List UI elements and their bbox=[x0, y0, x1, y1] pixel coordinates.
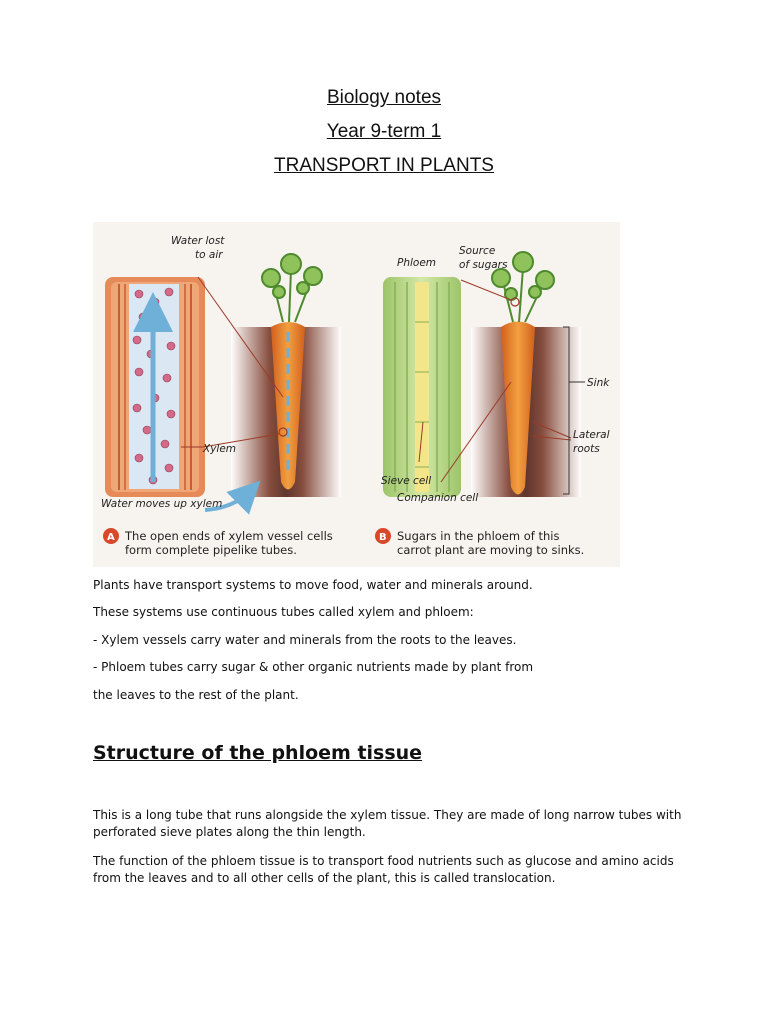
xylem-vessel-diagram bbox=[105, 277, 205, 497]
label-water-lost-2: to air bbox=[195, 249, 223, 261]
label-water-moves: Water moves up xylem bbox=[101, 498, 222, 510]
caption-b-line1: Sugars in the phloem of this bbox=[397, 529, 559, 543]
caption-a-letter: A bbox=[107, 532, 115, 543]
caption-a-line2: form complete pipelike tubes. bbox=[125, 543, 297, 557]
label-water-lost-1: Water lost bbox=[171, 235, 225, 247]
caption-b-line2: carrot plant are moving to sinks. bbox=[397, 543, 584, 557]
label-roots: roots bbox=[573, 443, 600, 455]
carrot-leaves-b bbox=[491, 251, 555, 323]
paragraph-intro: Plants have transport systems to move fo… bbox=[93, 578, 533, 592]
label-companion-cell: Companion cell bbox=[397, 492, 478, 504]
document-subtitle: Year 9-term 1 bbox=[326, 121, 442, 142]
paragraph-phloem-point-cont: the leaves to the rest of the plant. bbox=[93, 688, 299, 702]
document-title: Biology notes bbox=[326, 87, 442, 108]
carrot-leaves-a bbox=[261, 253, 323, 323]
paragraph-systems: These systems use continuous tubes calle… bbox=[93, 605, 474, 619]
section-heading: Structure of the phloem tissue bbox=[93, 742, 423, 764]
label-sink: Sink bbox=[587, 377, 610, 389]
paragraph-phloem-point: - Phloem tubes carry sugar & other organ… bbox=[93, 660, 534, 674]
label-source-1: Source bbox=[459, 245, 495, 257]
label-phloem: Phloem bbox=[397, 257, 436, 269]
phloem-tissue-diagram bbox=[383, 277, 461, 497]
caption-a-line1: The open ends of xylem vessel cells bbox=[124, 529, 333, 543]
carrot-b bbox=[501, 321, 535, 495]
transport-diagram: Water lost to air Xylem Water moves up x… bbox=[93, 222, 620, 567]
paragraph-xylem-point: - Xylem vessels carry water and minerals… bbox=[93, 633, 517, 647]
document-topic: TRANSPORT IN PLANTS bbox=[274, 155, 494, 176]
label-source-2: of sugars bbox=[459, 259, 508, 271]
paragraph-phloem-structure: This is a long tube that runs alongside … bbox=[93, 808, 682, 839]
caption-b-letter: B bbox=[379, 532, 387, 543]
paragraph-phloem-function: The function of the phloem tissue is to … bbox=[93, 854, 674, 885]
label-sieve-cell: Sieve cell bbox=[381, 475, 431, 487]
label-xylem: Xylem bbox=[202, 443, 236, 455]
label-lateral: Lateral bbox=[573, 429, 610, 441]
